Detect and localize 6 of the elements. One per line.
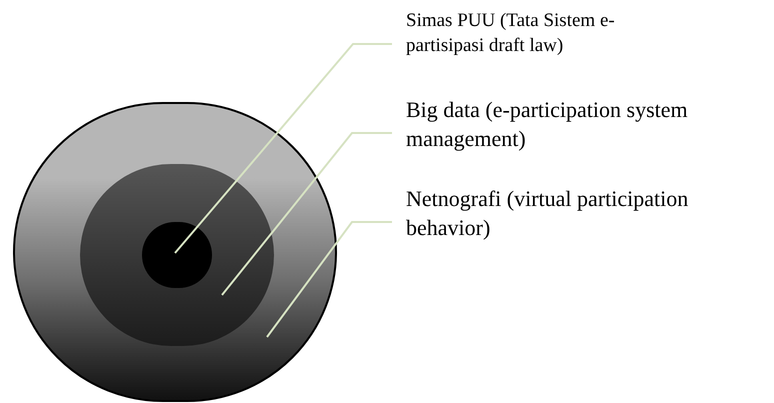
leader-line [266,221,392,338]
callout-text: Netnografi (virtual participation behavior) [406,185,690,242]
callout-text: Simas PUU (Tata Sistem e-partisipasi draft law) [406,9,616,58]
leader-line [174,43,392,254]
leader-line [221,132,392,296]
callout-text: Big data (e-participation system management) [406,96,689,153]
